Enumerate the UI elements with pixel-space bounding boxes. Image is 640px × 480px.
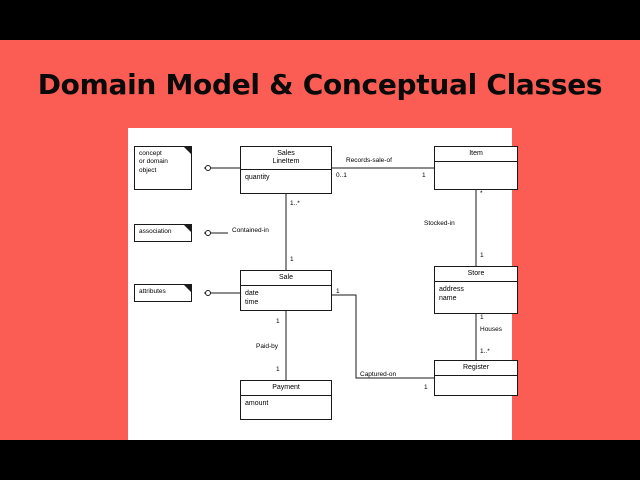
multiplicity-store-1: 1	[480, 252, 484, 259]
class-name-item: Item	[435, 147, 517, 163]
multiplicity-register-1: 1	[424, 384, 428, 391]
association-label-paid-by: Paid-by	[256, 343, 279, 350]
multiplicity-sale-left-1: 1	[276, 318, 280, 325]
class-attributes-sale: date time	[241, 286, 331, 311]
class-name-sales-lineitem: Sales LineItem	[241, 147, 331, 171]
association-label-records-sale-of: Records-sale-of	[346, 157, 392, 164]
note-fold-icon	[183, 146, 192, 155]
note-attributes-text: attributes	[139, 288, 166, 295]
attribute-name: name	[439, 295, 457, 303]
note-fold-icon	[183, 224, 192, 233]
diagram-canvas: concept or domain object association att…	[128, 128, 518, 440]
association-label-captured-on: Captured-on	[360, 371, 397, 378]
multiplicity-0-1: 0..1	[336, 172, 347, 179]
class-name-sale: Sale	[241, 271, 331, 287]
class-item: Item	[434, 146, 518, 190]
multiplicity-payment-1: 1	[276, 366, 280, 373]
association-label-stocked-in: Stocked-in	[424, 220, 455, 227]
class-attributes-item	[435, 162, 517, 178]
note-attributes: attributes	[134, 284, 192, 302]
class-payment: Payment amount	[240, 380, 332, 420]
class-store: Store address name	[434, 266, 518, 314]
class-attributes-store: address name	[435, 282, 517, 307]
association-label-houses: Houses	[480, 326, 503, 333]
note-association: association	[134, 224, 192, 242]
attribute-time: time	[245, 299, 259, 307]
note-fold-icon	[183, 284, 192, 293]
multiplicity-item-star: *	[480, 190, 483, 197]
class-attributes-sales-lineitem: quantity	[245, 174, 270, 182]
note-concept-or-domain-object: concept or domain object	[134, 146, 192, 190]
multiplicity-store-bottom-1: 1	[480, 314, 484, 321]
class-name-register: Register	[435, 361, 517, 377]
multiplicity-register-1-star: 1..*	[480, 348, 490, 355]
class-attributes-register	[435, 376, 517, 392]
class-attributes-payment: amount	[245, 400, 269, 408]
attribute-address: address	[439, 286, 464, 294]
attribute-date: date	[245, 290, 259, 298]
class-sale: Sale date time	[240, 270, 332, 311]
multiplicity-item-1: 1	[422, 172, 426, 179]
note-concept-text: concept or domain object	[139, 150, 168, 174]
association-label-contained-in: Contained-in	[232, 227, 269, 234]
class-name-store: Store	[435, 267, 517, 283]
page-title: Domain Model & Conceptual Classes	[37, 68, 603, 101]
multiplicity-sale-right-1: 1	[336, 288, 340, 295]
diagram-connectors	[204, 165, 477, 380]
multiplicity-sale-top-1: 1	[290, 256, 294, 263]
multiplicity-lineitem-1-star: 1..*	[290, 200, 300, 207]
note-association-text: association	[139, 228, 172, 235]
class-register: Register	[434, 360, 518, 396]
class-sales-lineitem: Sales LineItem quantity	[240, 146, 332, 194]
class-name-payment: Payment	[241, 381, 331, 397]
